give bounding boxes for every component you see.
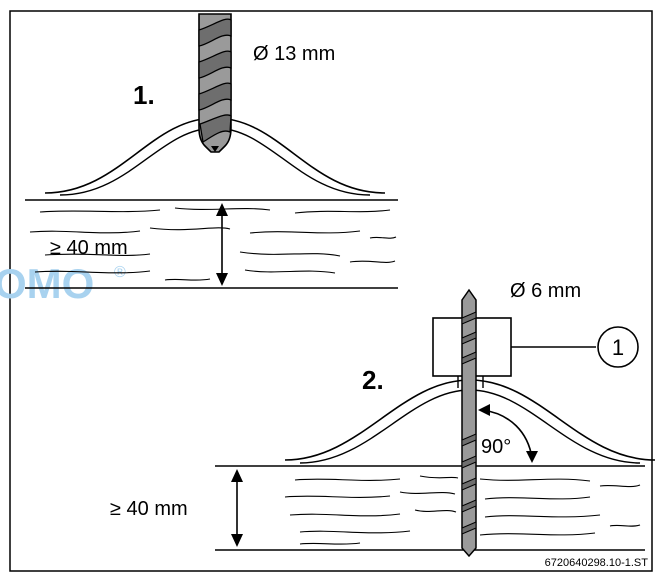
angle-arrow-left <box>478 404 490 416</box>
drill-diameter-large-label: Ø 13 mm <box>253 43 335 65</box>
step1-arrow-up <box>216 203 228 216</box>
step2-depth-label: ≥ 40 mm <box>110 498 188 520</box>
drill-bit-large <box>198 13 232 153</box>
step2-arrow-up <box>231 469 243 482</box>
drill-diameter-small-label: Ø 6 mm <box>510 280 581 302</box>
watermark-text: OMO <box>0 260 94 307</box>
step1-arrow-down <box>216 273 228 286</box>
step2-arrow-down <box>231 534 243 547</box>
angle-arrow-down <box>526 451 538 463</box>
figure-border <box>9 10 653 572</box>
drill-bit-small <box>461 288 477 558</box>
figure-id: 6720640298.10-1.ST <box>545 557 649 569</box>
callout-circle <box>597 326 639 368</box>
step1-number: 1. <box>133 80 155 110</box>
callout-number: 1 <box>612 335 624 360</box>
step2-illustration: 1 ≥ 40 mm <box>110 280 656 558</box>
step2-wood-grain <box>284 475 641 545</box>
step2-number: 2. <box>362 365 384 395</box>
angle-label-bg <box>479 434 519 456</box>
step1-illustration: ≥ 40 mm Ø 13 mm 1. <box>25 13 398 289</box>
step1-depth-label: ≥ 40 mm <box>50 237 128 259</box>
step1-wood-grain <box>29 207 397 281</box>
angle-label: 90° <box>481 436 511 458</box>
